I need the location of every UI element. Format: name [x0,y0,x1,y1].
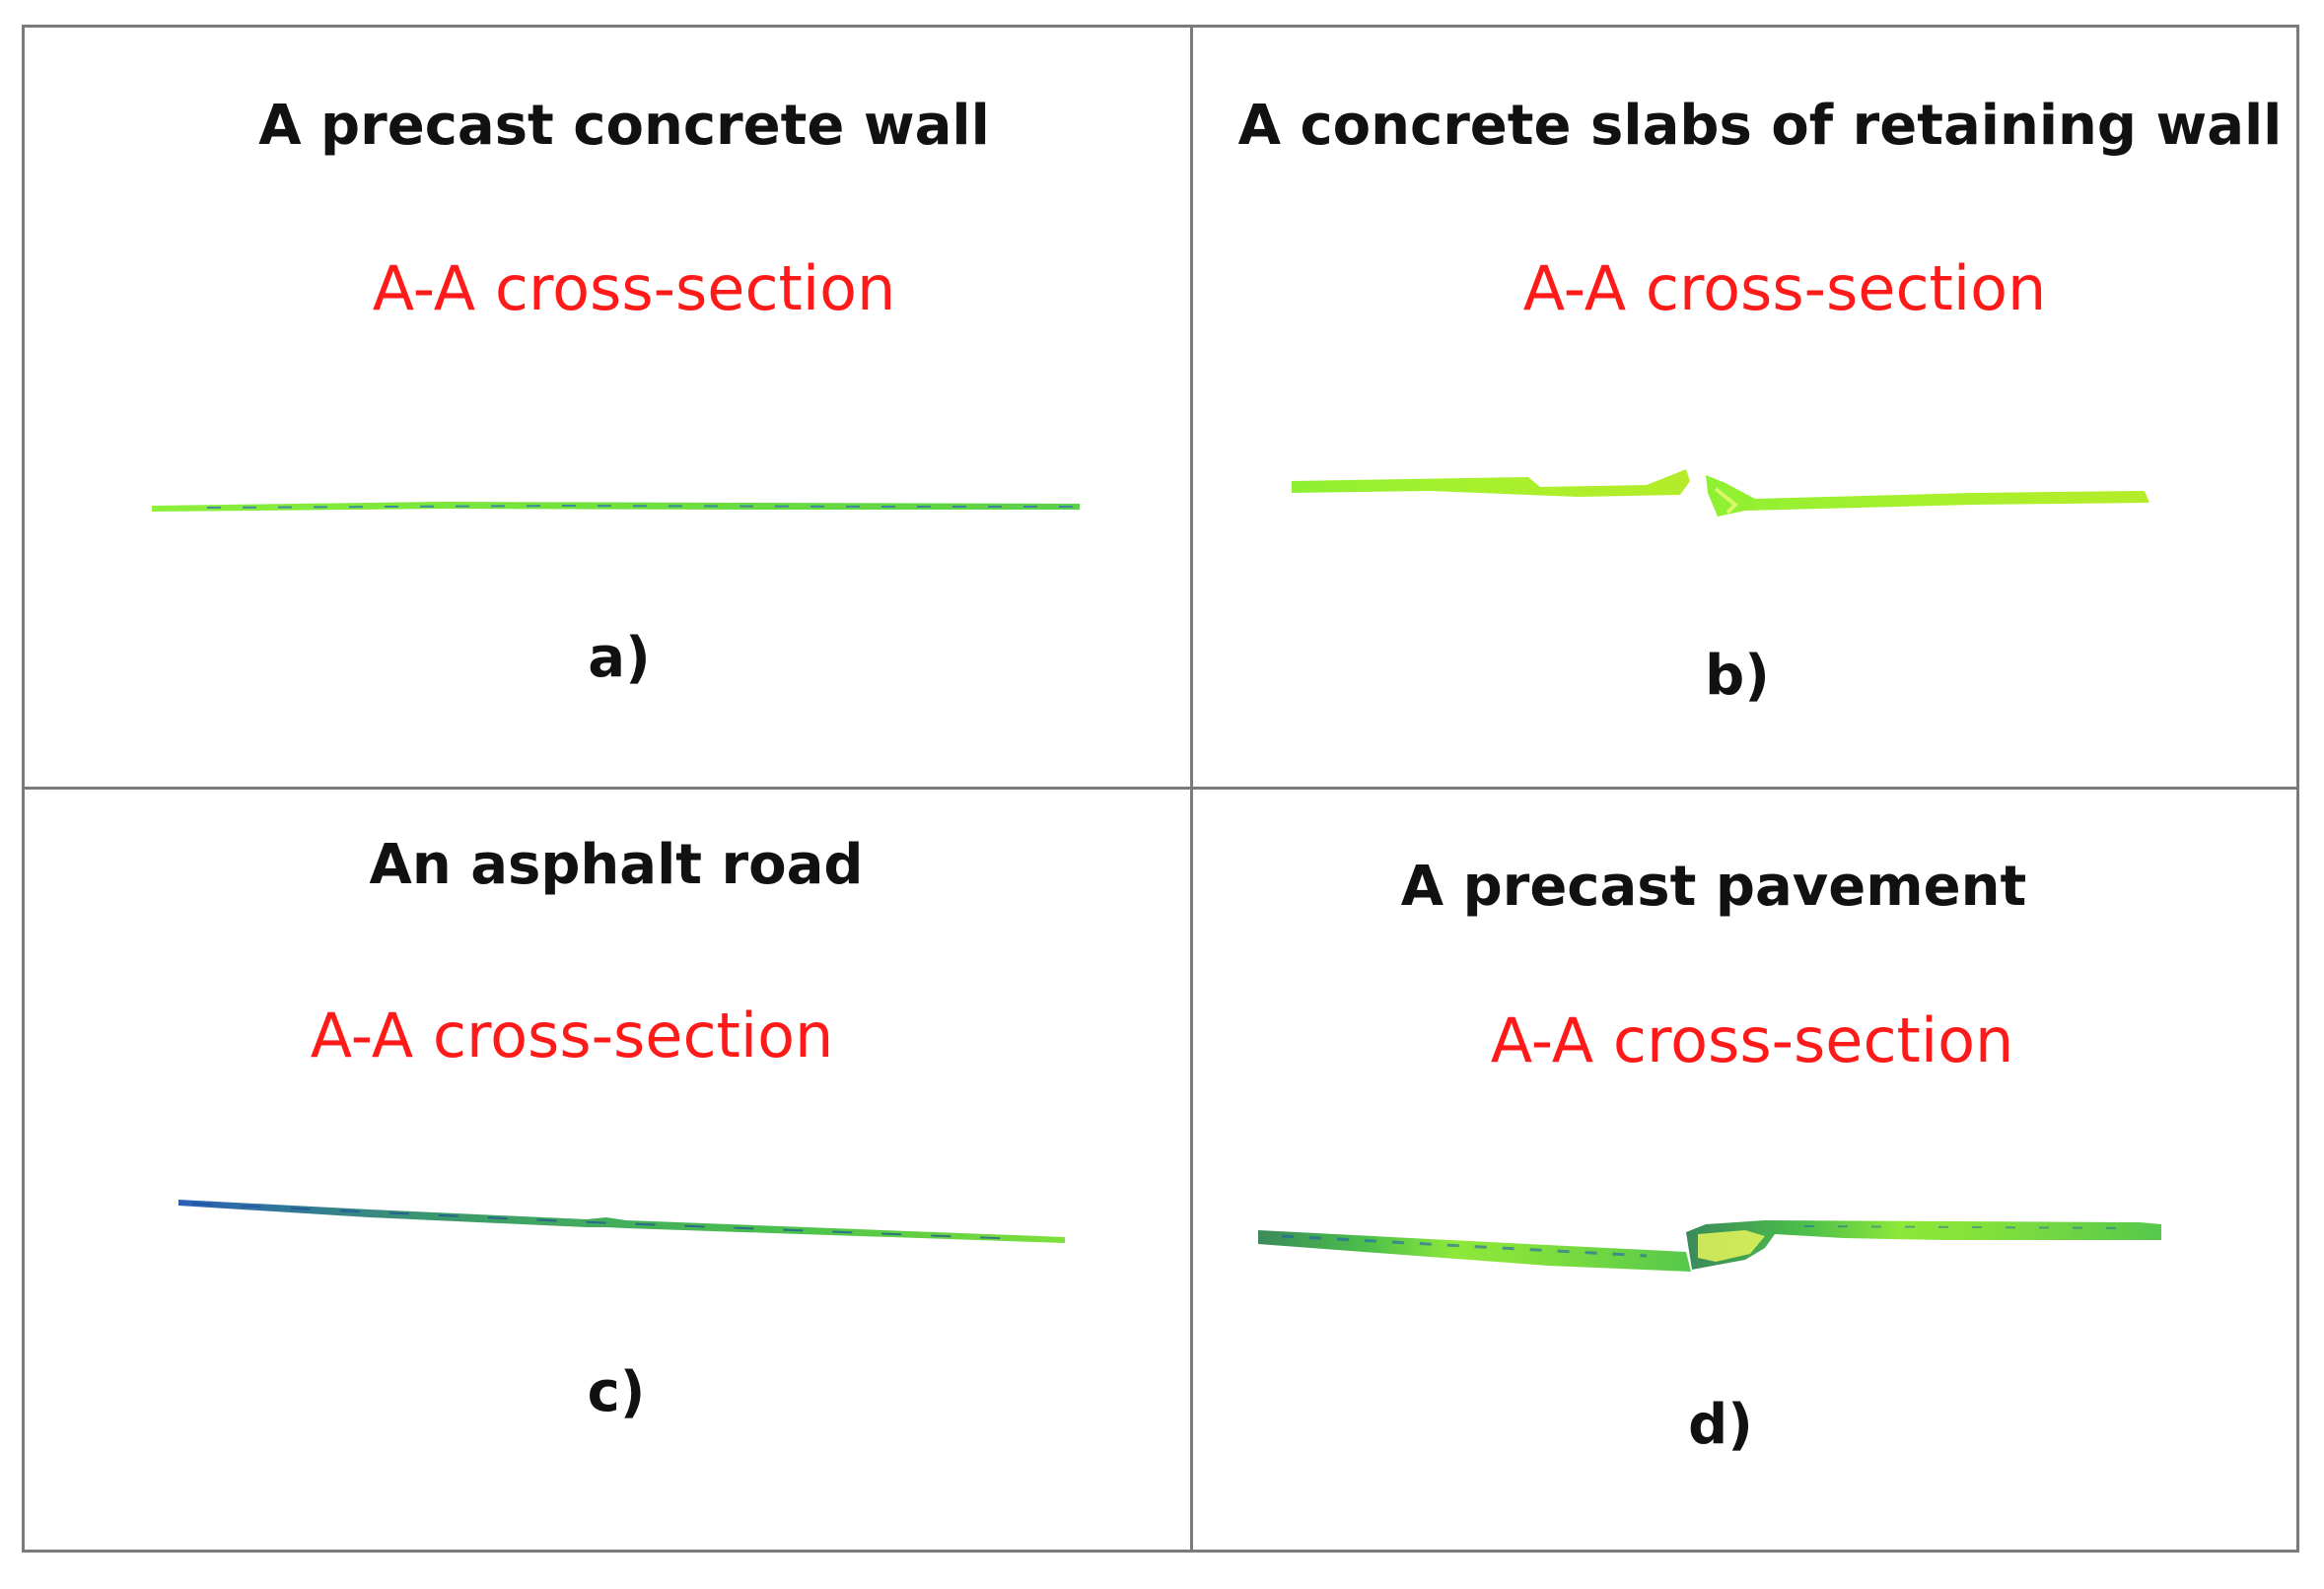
panel-c-section-label: A-A cross-section [310,1000,834,1071]
panel-c-tag: c) [587,1360,646,1424]
panel-a-tag: a) [588,626,651,690]
panel-a-cross-section-profile [152,502,1080,512]
horizontal-divider [22,787,2299,790]
panel-b-section-label: A-A cross-section [1522,252,2047,324]
panel-a-section-label: A-A cross-section [372,252,896,324]
panel-d-cross-section-profile [1258,1220,2161,1272]
panel-d-tag: d) [1688,1393,1753,1457]
panel-c-title: An asphalt road [369,833,864,897]
panel-b-cross-section-profile [1292,469,2149,517]
panel-c-cross-section-profile [178,1200,1065,1243]
panel-b-tag: b) [1705,644,1770,708]
panel-d-section-label: A-A cross-section [1490,1004,2014,1076]
panel-d-title: A precast pavement [1400,855,2027,919]
panel-a-title: A precast concrete wall [258,94,990,158]
panel-b-title: A concrete slabs of retaining wall [1237,94,2283,158]
